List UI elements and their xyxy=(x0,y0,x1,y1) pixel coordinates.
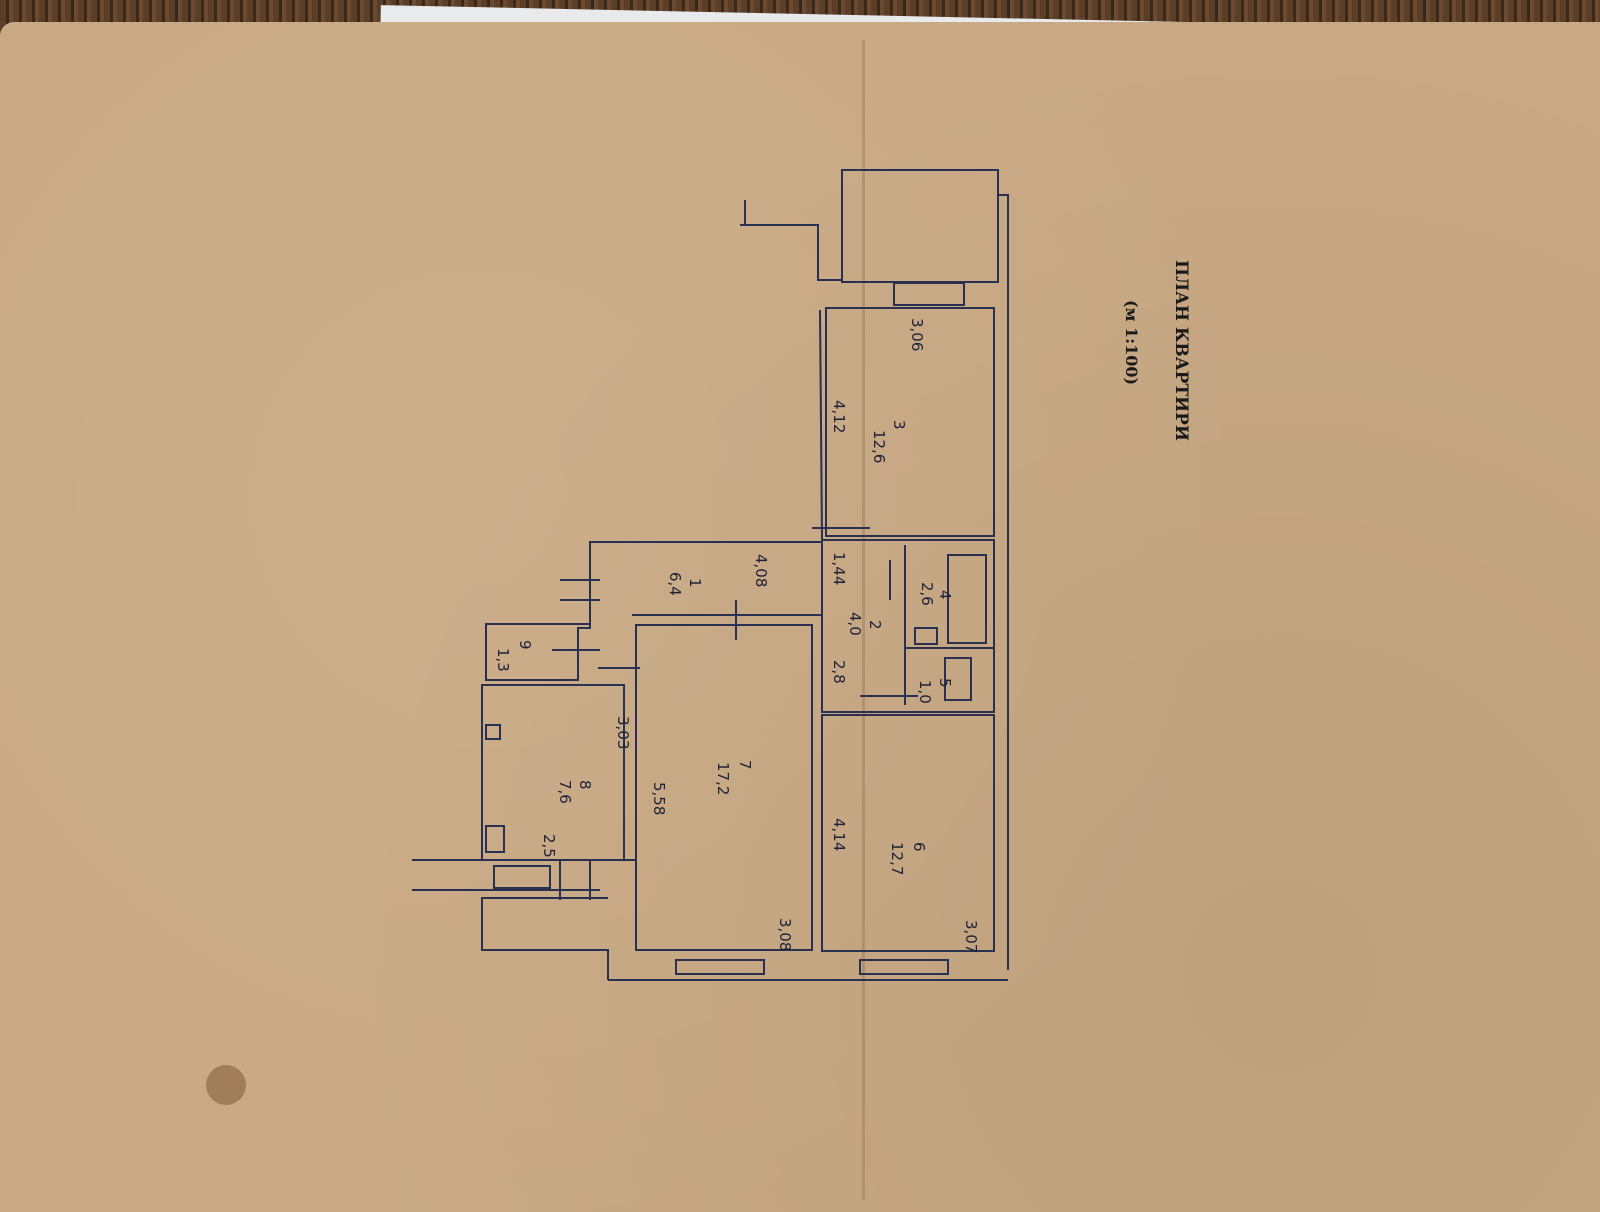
room-9-number: 9 xyxy=(516,640,534,650)
door-marks xyxy=(552,527,918,900)
dim-414: 4,14 xyxy=(830,818,848,851)
room-5-number: 5 xyxy=(936,678,954,688)
windows xyxy=(675,959,949,975)
corridor-bath xyxy=(819,309,995,713)
dim-408: 4,08 xyxy=(752,554,770,587)
room-labels: 3 12,6 1 6,4 2 4,0 4 2,6 5 1,0 9 1,3 7 1… xyxy=(494,420,954,875)
room-6 xyxy=(821,714,995,952)
paper-sheet xyxy=(0,22,1600,1212)
room-5-area: 1,0 xyxy=(916,680,934,704)
room-8-number: 8 xyxy=(576,780,594,790)
room-1-number: 1 xyxy=(686,578,704,588)
plan-title: ПЛАН КВАРТИРИ xyxy=(1171,260,1191,441)
room-1 xyxy=(485,541,822,681)
dim-306: 3,06 xyxy=(908,318,926,351)
room-3-number: 3 xyxy=(890,420,908,430)
dim-28: 2,8 xyxy=(830,660,848,684)
room-3-area: 12,6 xyxy=(870,430,888,463)
room-1-area: 6,4 xyxy=(666,572,684,596)
dim-307: 3,07 xyxy=(962,920,980,953)
room-4-number: 4 xyxy=(936,590,954,600)
dim-25: 2,5 xyxy=(540,834,558,858)
room-3 xyxy=(825,307,995,537)
room-8 xyxy=(412,684,636,891)
paper-stain xyxy=(206,1065,246,1105)
room-9-area: 1,3 xyxy=(494,648,512,672)
dim-303: 3,03 xyxy=(614,716,632,749)
balcony-top xyxy=(841,169,999,306)
room-6-number: 6 xyxy=(910,842,928,852)
room-2-area: 4,0 xyxy=(846,612,864,636)
plan-scale: (м 1:100) xyxy=(1122,300,1141,385)
outer-walls xyxy=(481,169,1009,981)
room-4-area: 2,6 xyxy=(918,582,936,606)
room-2-number: 2 xyxy=(866,620,884,630)
dim-144: 1,44 xyxy=(830,552,848,585)
paper-fold-line xyxy=(862,40,865,1200)
room-7-area: 17,2 xyxy=(714,762,732,795)
room-7-number: 7 xyxy=(736,760,754,770)
room-8-area: 7,6 xyxy=(556,780,574,804)
dimension-labels: 3,06 4,12 1,44 4,08 2,8 3,03 5,58 4,14 2… xyxy=(540,318,980,953)
room-6-area: 12,7 xyxy=(888,842,906,875)
dim-558: 5,58 xyxy=(650,782,668,815)
dim-412: 4,12 xyxy=(830,400,848,433)
dim-308: 3,08 xyxy=(776,918,794,951)
room-7 xyxy=(635,624,813,951)
